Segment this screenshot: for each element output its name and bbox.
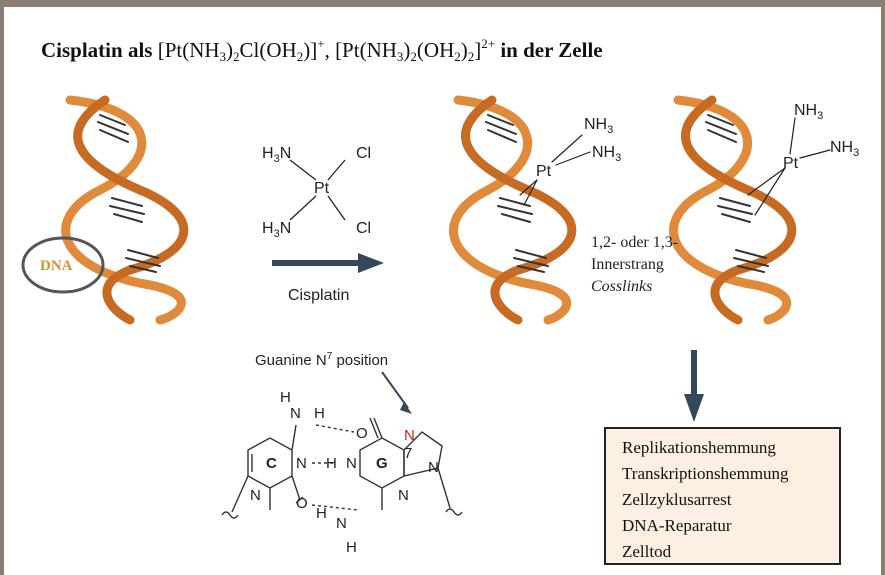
dna-label-ellipse <box>21 236 105 294</box>
crosslink-line-2: Innerstrang <box>591 256 664 273</box>
bp-h-top2: H <box>314 405 325 422</box>
down-arrow-head <box>684 394 704 422</box>
effect-item: Transkriptionshemmung <box>622 464 789 483</box>
cisplatin-pt: Pt <box>314 180 330 197</box>
title-separator: , <box>324 38 336 62</box>
title-tail: in der Zelle <box>495 38 603 62</box>
guanine-pointer-head <box>400 402 412 414</box>
adduct-1-nh3-b: NH3 <box>592 144 621 164</box>
cisplatin-cl-top: Cl <box>356 145 371 162</box>
crosslink-line-1: 1,2- oder 1,3- <box>591 234 679 251</box>
crosslink-text: 1,2- oder 1,3- Innerstrang Cosslinks <box>591 232 678 298</box>
effect-item: DNA-Reparatur <box>622 516 732 535</box>
cellular-effects-box: Replikationshemmung Transkriptionshemmun… <box>604 427 841 565</box>
adduct-2-pt: Pt <box>783 155 799 172</box>
reaction-arrow-head <box>358 253 384 273</box>
cisplatin-arrow-label: Cisplatin <box>288 287 349 304</box>
bp-c-label: C <box>266 455 277 472</box>
base-pair-structure <box>221 417 463 519</box>
cisplatin-structure <box>289 159 346 221</box>
title-formula-2: [Pt(NH3)2(OH2)2]2+ <box>335 36 496 64</box>
bp-h-bottom2: H <box>346 539 357 556</box>
adduct-1-labels: Pt NH3 NH3 <box>536 116 621 180</box>
bp-o-bottom: O <box>296 495 308 512</box>
effect-item: Zellzyklusarrest <box>622 490 732 509</box>
title-formula-1: [Pt(NH3)2Cl(OH2)]+ <box>157 36 325 64</box>
bp-n-mid-left: N <box>296 455 307 472</box>
bp-h-bottom: H <box>316 505 327 522</box>
adduct-1-pt: Pt <box>536 163 552 180</box>
dna-helix-left <box>61 95 189 325</box>
bp-n-top: N <box>290 405 301 422</box>
frame-border-top <box>0 0 885 7</box>
title-lead: Cisplatin als <box>41 38 153 62</box>
dna-helix-right <box>669 95 831 325</box>
adduct-1-nh3-a: NH3 <box>584 116 613 136</box>
bp-g-label: G <box>376 455 388 472</box>
bp-n-mid-right: N <box>346 455 357 472</box>
crosslink-line-3: Cosslinks <box>591 278 653 295</box>
diagram-title: Cisplatin als [Pt(NH3)2Cl(OH2)]+, [Pt(NH… <box>41 36 603 65</box>
frame-border-right <box>881 0 885 575</box>
bp-n-ring-right: N <box>428 459 439 476</box>
effect-item: Zelltod <box>622 542 672 561</box>
cisplatin-labels: H3N Cl Pt H3N Cl Cisplatin <box>262 145 371 304</box>
dna-label: DNA <box>40 258 73 274</box>
bp-o-top: O <box>356 425 368 442</box>
adduct-2-nh3-b: NH3 <box>830 139 859 159</box>
adduct-2-labels: Pt NH3 NH3 <box>783 102 859 172</box>
effect-item: Replikationshemmung <box>622 438 776 457</box>
cisplatin-cl-bottom: Cl <box>356 220 371 237</box>
guanine-pointer-line <box>381 371 409 409</box>
guanine-n7-label: Guanine N7 position <box>255 351 388 369</box>
bp-n7-number: 7 <box>404 445 412 462</box>
dna-helix-middle <box>449 95 591 325</box>
bp-h-top: H <box>280 389 291 406</box>
bp-n-bottom: N <box>336 515 347 532</box>
bp-n-ring-g: N <box>398 487 409 504</box>
adduct-2-nh3-a: NH3 <box>794 102 823 122</box>
cisplatin-h3n-bottom: H3N <box>262 220 291 240</box>
cisplatin-h3n-top: H3N <box>262 145 291 165</box>
frame-border-left <box>0 0 4 575</box>
bp-h-mid: H <box>326 455 337 472</box>
bp-n-bottom-left: N <box>250 487 261 504</box>
base-pair-labels: H N H O C N H N G N 7 N N O H N H N <box>250 389 439 556</box>
bp-n7: N <box>404 427 415 444</box>
